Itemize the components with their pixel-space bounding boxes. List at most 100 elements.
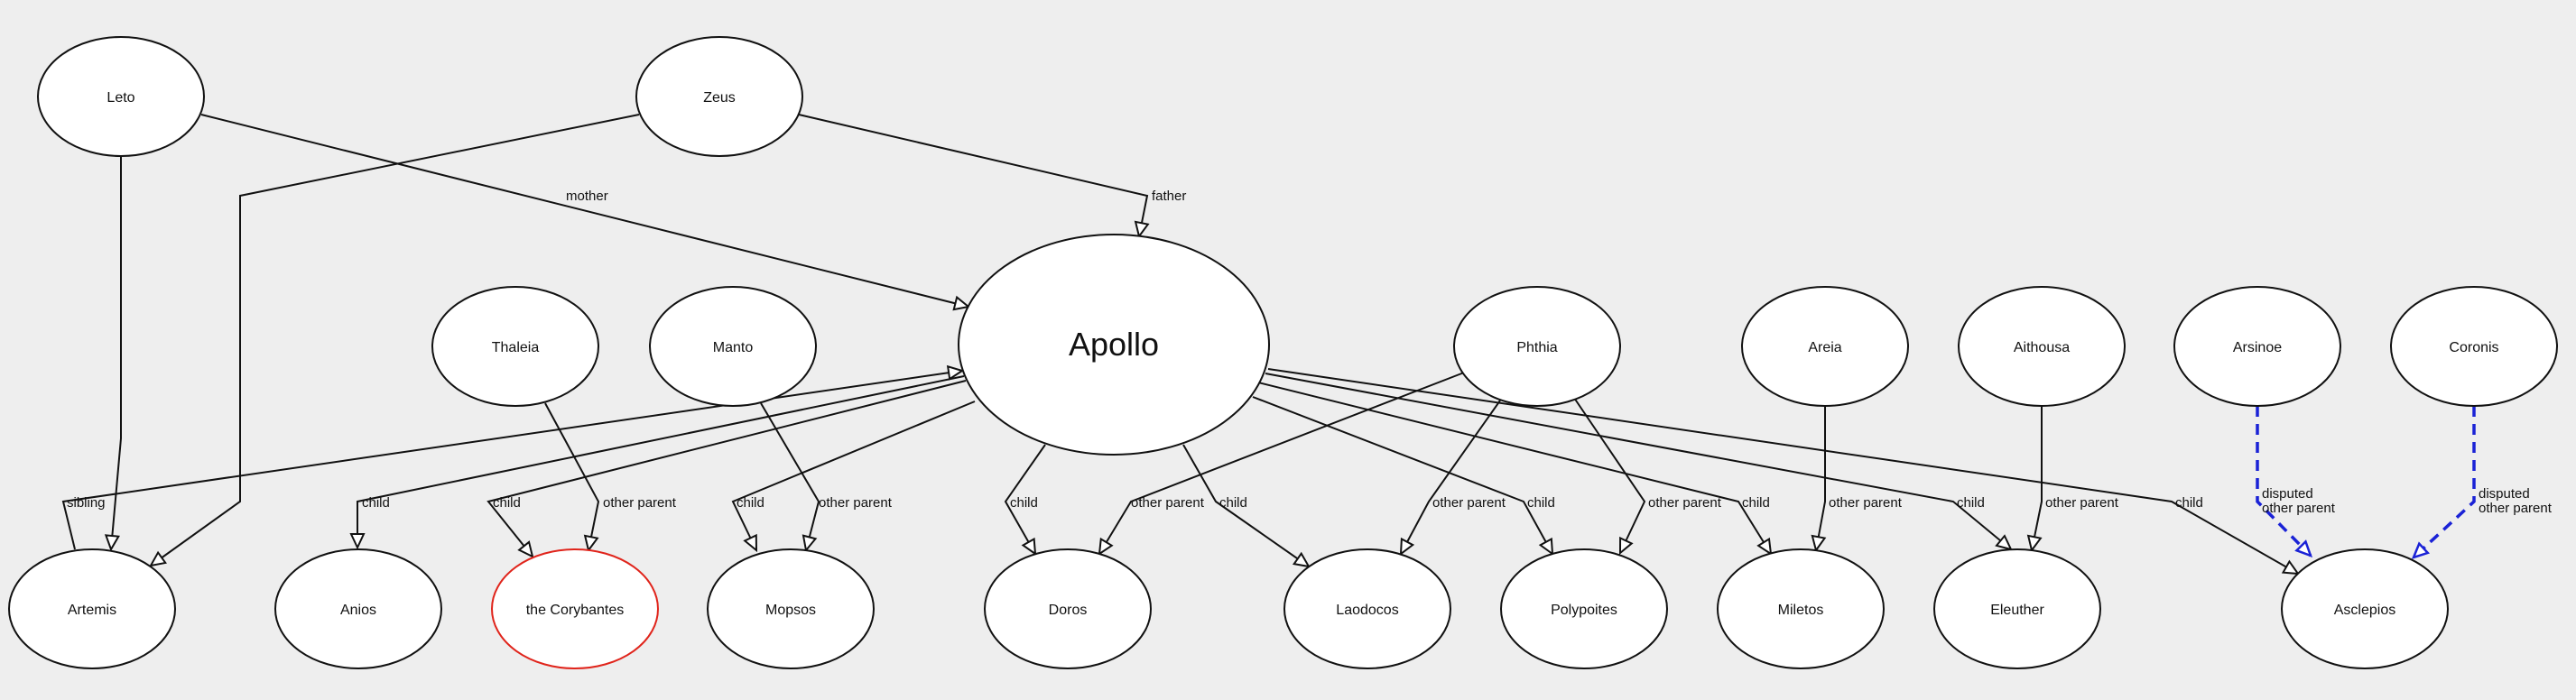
edge-line [1265,373,2012,550]
edge-line [2031,406,2043,551]
edge-line [760,402,820,551]
arrowhead [2294,539,2313,558]
arrowhead [2026,534,2043,553]
node-polypoites[interactable]: Polypoites [1500,548,1668,669]
edge-line [200,114,969,308]
edge-label: child [737,495,764,511]
node-asclepios[interactable]: Asclepios [2281,548,2449,669]
arrowhead [1292,551,1311,568]
arrowhead [1538,537,1554,557]
node-ellipse [431,286,599,407]
arrowhead [1021,537,1037,557]
node-label: Zeus [703,90,736,106]
edge-label: child [2175,495,2203,511]
node-ellipse [635,36,803,157]
edge-apollo-asclepios: child [1267,368,2301,576]
node-ellipse [984,548,1152,669]
edge-label: child [362,495,390,511]
node-laodocos[interactable]: Laodocos [1283,548,1451,669]
edge-line [1257,382,1772,555]
node-ellipse [1283,548,1451,669]
edge-line [61,370,963,550]
arrowhead [952,295,971,311]
edge-line [1267,368,2299,575]
arrowhead [2411,541,2431,560]
edge-line [1573,397,1646,554]
edge-label: child [1010,495,1038,511]
edge-zeus-apollo: father [798,114,1186,239]
edge-label: sibling [67,495,106,511]
node-corybantes[interactable]: the Corybantes [491,548,659,669]
edge-line [1182,444,1310,567]
node-label: Manto [713,340,754,355]
edge-apollo-corybantes: child [486,380,967,558]
node-leto[interactable]: Leto [37,36,205,157]
edge-line [486,380,967,557]
edge-label: child [493,495,521,511]
edge-label: father [1152,189,1186,204]
edge-apollo-anios: child [349,375,965,550]
edge-apollo-laodocos: child [1182,444,1311,568]
arrowhead [1811,534,1827,553]
node-label: Eleuther [1990,603,2044,618]
edge-areia-miletos: other parent [1811,406,1903,553]
node-ellipse [1500,548,1668,669]
edge-apollo-miletos: child [1257,382,1773,557]
node-areia[interactable]: Areia [1741,286,1909,407]
arrowhead [1618,536,1634,556]
node-phthia[interactable]: Phthia [1453,286,1621,407]
arrowhead [743,533,758,553]
edge-apollo-doros: child [1004,444,1046,557]
arrowhead [583,534,599,553]
node-aithousa[interactable]: Aithousa [1958,286,2126,407]
node-anios[interactable]: Anios [274,548,442,669]
node-doros[interactable]: Doros [984,548,1152,669]
node-ellipse [2173,286,2341,407]
node-ellipse [37,36,205,157]
edge-line [544,402,600,551]
node-label: Coronis [2449,340,2498,355]
node-label: Asclepios [2334,603,2395,618]
node-label: Thaleia [492,340,540,355]
node-thaleia[interactable]: Thaleia [431,286,599,407]
edge-phthia-polypoites: other parent [1573,397,1722,556]
node-mopsos[interactable]: Mopsos [707,548,875,669]
edge-label: other parent [819,495,893,511]
node-label: Arsinoe [2233,340,2282,355]
node-label: the Corybantes [526,603,625,618]
arrowhead [1756,537,1773,557]
node-eleuther[interactable]: Eleuther [1933,548,2101,669]
edge-label: other parent [1131,495,1205,511]
arrowhead [802,534,818,553]
edge-line [2412,406,2476,559]
edge-label: other parent [603,495,677,511]
node-miletos[interactable]: Miletos [1717,548,1885,669]
node-coronis[interactable]: Coronis [2390,286,2558,407]
node-arsinoe[interactable]: Arsinoe [2173,286,2341,407]
edge-line [150,114,640,566]
node-label: Apollo [1069,326,1159,363]
edge-phthia-doros: other parent [1098,372,1465,557]
node-label: Artemis [68,603,116,618]
node-label: Leto [107,90,134,106]
node-ellipse [1958,286,2126,407]
node-ellipse [2390,286,2558,407]
node-manto[interactable]: Manto [649,286,817,407]
edge-label: child [1527,495,1555,511]
edge-line [1400,400,1501,555]
edge-line [1004,444,1046,555]
node-apollo[interactable]: Apollo [958,234,1270,456]
node-label: Mopsos [765,603,816,618]
node-ellipse [1717,548,1885,669]
node-ellipse [1741,286,1909,407]
node-ellipse [8,548,176,669]
arrowhead [1134,220,1150,239]
node-artemis[interactable]: Artemis [8,548,176,669]
node-zeus[interactable]: Zeus [635,36,803,157]
